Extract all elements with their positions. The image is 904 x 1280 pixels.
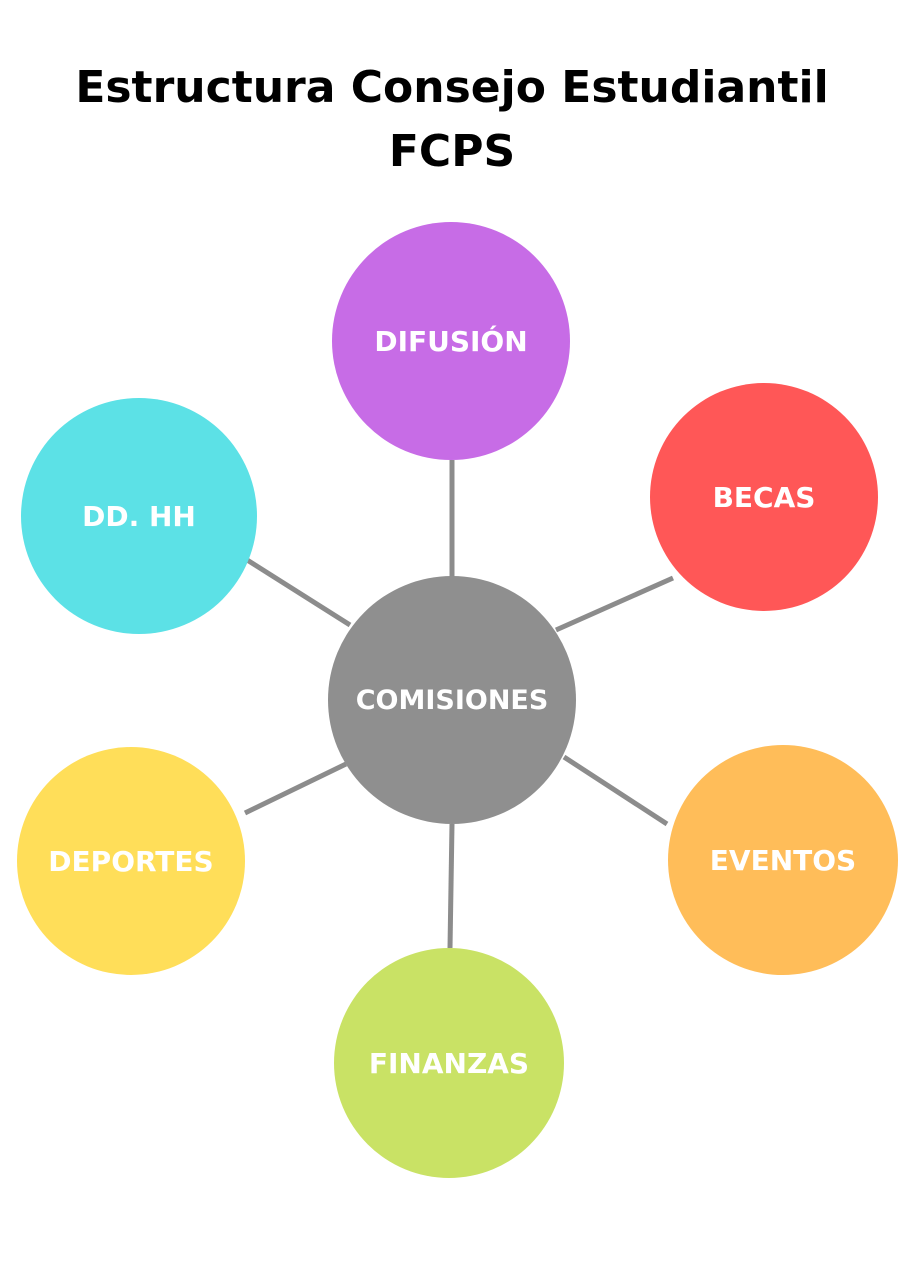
node-finanzas-label: FINANZAS [368,1046,530,1080]
node-deportes: DEPORTES [17,747,245,975]
node-ddhh: DD. HH [21,398,257,634]
node-ddhh-label: DD. HH [82,499,196,533]
title-line-1: Estructura Consejo Estudiantil [75,62,829,113]
node-deportes-label: DEPORTES [48,844,214,878]
center-node-comisiones: COMISIONES [328,576,576,824]
center-node-label: COMISIONES [355,684,549,716]
node-difusion: DIFUSIÓN [332,222,570,460]
node-eventos: EVENTOS [668,745,898,975]
node-difusion-label: DIFUSIÓN [374,324,528,358]
connector-deportes [243,761,348,816]
node-becas: BECAS [650,383,878,611]
title-line-2: FCPS [388,126,516,177]
node-eventos-label: EVENTOS [709,843,857,877]
connector-eventos [562,754,669,827]
connector-ddhh [242,555,352,628]
connector-becas [554,575,675,633]
diagram-title: Estructura Consejo Estudiantil FCPS [0,56,904,184]
node-becas-label: BECAS [712,480,816,514]
connector-finanzas [447,823,455,949]
node-finanzas: FINANZAS [334,948,564,1178]
